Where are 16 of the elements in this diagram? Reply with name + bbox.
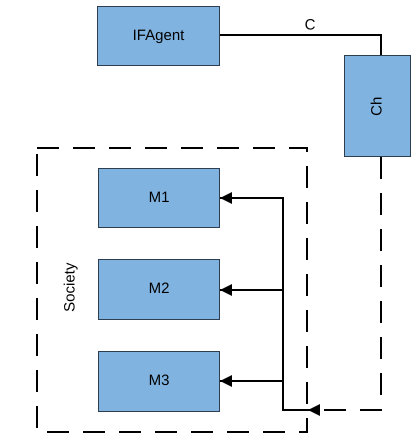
- connector-line: [220, 34, 382, 55]
- process-box: [344, 55, 411, 157]
- node-label: M1: [148, 188, 170, 208]
- dashed-group-frame: [36, 147, 308, 433]
- node-label: Ch: [367, 96, 386, 116]
- group-label: Society: [60, 262, 80, 312]
- node-label: M2: [148, 279, 170, 300]
- process-box: [98, 259, 220, 320]
- arrow: [220, 375, 308, 411]
- arrow: [308, 157, 382, 416]
- node-label: IFAgent: [132, 26, 184, 46]
- process-box: [97, 6, 220, 66]
- process-box: [98, 168, 220, 228]
- process-box: [98, 351, 220, 412]
- node-label: M3: [148, 371, 170, 392]
- edge-label: C: [302, 18, 318, 32]
